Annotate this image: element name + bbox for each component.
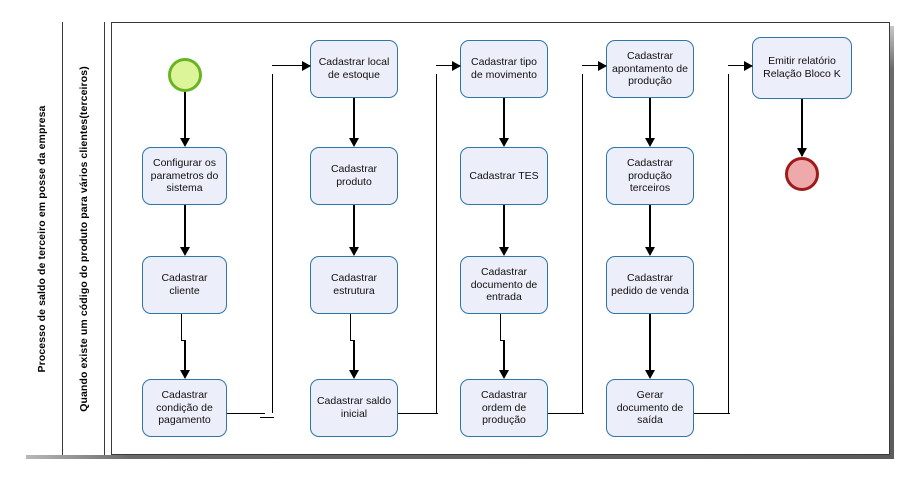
task-label: Cadastrar TES	[469, 169, 539, 182]
task-cadastrar-tes[interactable]: Cadastrar TES	[460, 147, 548, 205]
task-cadastrar-apontamento-producao[interactable]: Cadastrar apontamento de produção	[606, 40, 694, 98]
task-label: Gerar documento de saída	[616, 389, 684, 427]
lane-condition: Quando existe um código do produto para …	[63, 22, 105, 455]
arrowhead-task-3-4	[499, 370, 509, 379]
connector-c1-to-c2-corner-helper	[260, 408, 274, 418]
task-label: Cadastrar documento de entrada	[470, 266, 538, 304]
lane-spacer	[105, 22, 112, 455]
connector-c2-to-c3-h-bottom	[398, 413, 438, 415]
arrowhead-task-4-1	[598, 60, 607, 71]
connector-c4-to-c5-h-top	[728, 65, 752, 67]
task-label: Cadastrar produção terceiros	[626, 157, 674, 195]
connector-task-3-2-to-3-3	[503, 205, 505, 253]
arrowhead-task-4-3	[645, 247, 655, 256]
start-event[interactable]	[168, 58, 202, 92]
arrowhead-task-1-1	[180, 138, 190, 147]
task-cadastrar-estrutura[interactable]: Cadastrar estrutura	[310, 256, 398, 314]
connector-c3-to-c4-h-top	[582, 65, 606, 67]
connector-task-3-1-to-3-2	[503, 98, 505, 144]
connector-task-1-2-to-1-3-jog	[180, 340, 186, 342]
arrowhead-task-2-1	[302, 60, 311, 71]
task-label: Cadastrar cliente	[161, 272, 208, 297]
task-cadastrar-producao-terceiros[interactable]: Cadastrar produção terceiros	[606, 147, 694, 205]
connector-task-3-3-to-3-4-seg1	[499, 314, 501, 341]
task-cadastrar-documento-entrada[interactable]: Cadastrar documento de entrada	[460, 256, 548, 314]
lane-condition-label: Quando existe um código do produto para …	[77, 65, 90, 412]
connector-c2-to-c3-h-top	[436, 65, 460, 67]
connector-task-3-3-to-3-4-seg2	[503, 340, 505, 376]
pool-shadow-right	[890, 26, 894, 459]
task-label: Cadastrar estrutura	[330, 272, 378, 297]
connector-c4-to-c5-h-bottom	[694, 413, 730, 415]
connector-task-2-1-to-2-2	[353, 98, 355, 144]
connector-c3-to-c4-v	[582, 74, 584, 413]
arrowhead-task-1-3	[180, 370, 190, 379]
task-label: Cadastrar tipo de movimento	[471, 56, 537, 81]
arrowhead-task-3-3	[499, 247, 509, 256]
task-label: Cadastrar pedido de venda	[611, 272, 689, 297]
task-cadastrar-ordem-producao[interactable]: Cadastrar ordem de produção	[460, 379, 548, 437]
connector-c4-to-c5-v	[728, 74, 730, 413]
connector-start-to-task-1-1	[184, 92, 186, 144]
arrowhead-task-4-2	[645, 138, 655, 147]
connector-task-2-3-to-2-4-seg2	[353, 340, 355, 376]
task-cadastrar-pedido-venda[interactable]: Cadastrar pedido de venda	[606, 256, 694, 314]
task-label: Cadastrar local de estoque	[318, 56, 390, 81]
connector-task-4-1-to-4-2	[649, 98, 651, 144]
arrowhead-task-2-4	[349, 370, 359, 379]
connector-task-4-3-to-4-4	[649, 314, 651, 376]
task-cadastrar-local-estoque[interactable]: Cadastrar local de estoque	[310, 40, 398, 98]
task-cadastrar-cliente[interactable]: Cadastrar cliente	[142, 256, 227, 314]
connector-task-1-2-to-1-3-seg1	[180, 314, 182, 341]
lane-process: Processo de saldo de terceiro em posse d…	[22, 22, 63, 455]
task-label: Emitir relatório Relação Bloco K	[763, 55, 841, 80]
connector-task-1-2-to-1-3-seg2	[184, 340, 186, 376]
lane-process-label: Processo de saldo de terceiro em posse d…	[36, 105, 48, 372]
task-label: Cadastrar saldo inicial	[316, 395, 392, 420]
task-emitir-relatorio-bloco-k[interactable]: Emitir relatório Relação Bloco K	[752, 37, 852, 99]
pool-shadow-bottom	[26, 455, 894, 459]
connector-task-3-3-to-3-4-jog	[499, 340, 505, 342]
arrowhead-end-event	[797, 148, 807, 157]
task-cadastrar-produto[interactable]: Cadastrar produto	[310, 147, 398, 205]
connector-c2-to-c3-v	[436, 74, 438, 413]
connector-task-1-1-to-1-2	[184, 205, 186, 253]
diagram-canvas: Configurar os parametros do sistema Cada…	[112, 22, 890, 455]
connector-c1-to-c2-h-top	[272, 65, 310, 67]
arrowhead-task-1-2	[180, 247, 190, 256]
task-label: Cadastrar produto	[330, 163, 378, 188]
arrowhead-task-4-4	[645, 370, 655, 379]
arrowhead-task-5-1	[744, 60, 753, 71]
task-label: Cadastrar apontamento de produção	[612, 50, 688, 88]
connector-c3-to-c4-h-bottom	[548, 413, 584, 415]
task-configurar-parametros[interactable]: Configurar os parametros do sistema	[142, 147, 227, 205]
arrowhead-task-3-1	[452, 60, 461, 71]
connector-task-2-2-to-2-3	[353, 205, 355, 253]
connector-task-5-1-to-end	[801, 99, 803, 156]
task-cadastrar-tipo-movimento[interactable]: Cadastrar tipo de movimento	[460, 40, 548, 98]
arrowhead-task-3-2	[499, 138, 509, 147]
connector-task-2-3-to-2-4-seg1	[349, 314, 351, 341]
task-cadastrar-saldo-inicial[interactable]: Cadastrar saldo inicial	[310, 379, 398, 437]
connector-c1-to-c2-h-bottom	[227, 413, 265, 415]
arrowhead-task-2-2	[349, 138, 359, 147]
task-label: Configurar os parametros do sistema	[150, 157, 219, 195]
connector-c1-to-c2-v	[272, 74, 274, 413]
task-label: Cadastrar ordem de produção	[480, 389, 528, 427]
arrowhead-task-2-3	[349, 247, 359, 256]
connector-task-4-2-to-4-3	[649, 205, 651, 253]
task-label: Cadastrar condição de pagamento	[156, 389, 213, 427]
task-cadastrar-condicao-pagamento[interactable]: Cadastrar condição de pagamento	[142, 379, 227, 437]
end-event[interactable]	[785, 157, 819, 191]
connector-task-2-3-to-2-4-jog	[349, 340, 355, 342]
task-gerar-documento-saida[interactable]: Gerar documento de saída	[606, 379, 694, 437]
